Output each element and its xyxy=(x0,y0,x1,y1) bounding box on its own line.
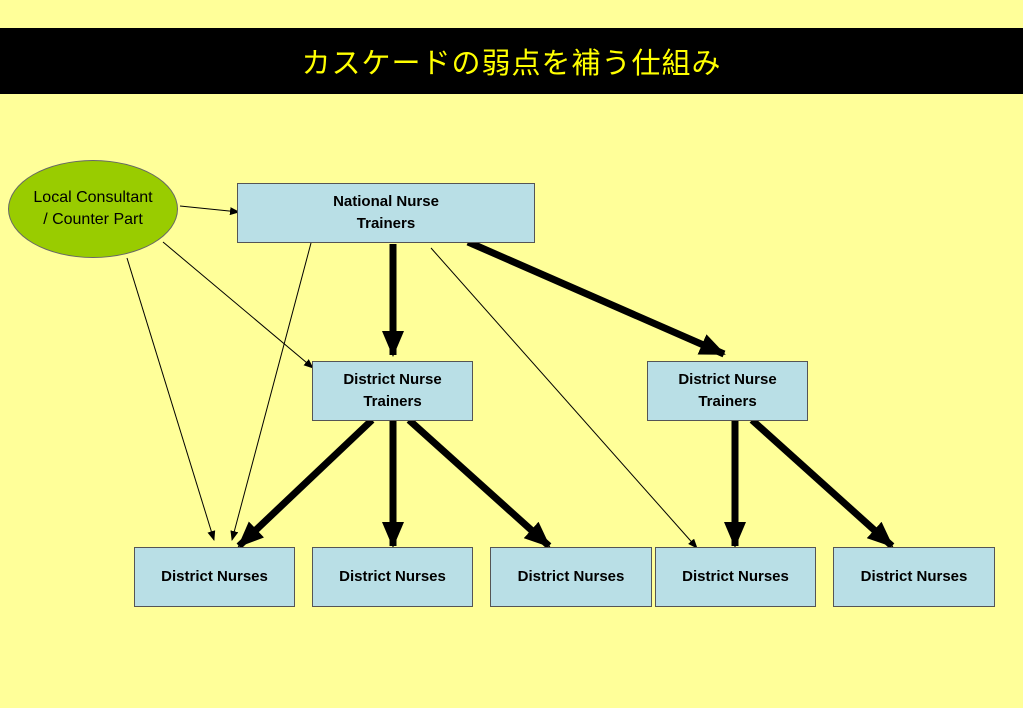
arrow-trainers-right-to-nurses-5 xyxy=(749,417,895,549)
arrow-national-to-district-trainers-right xyxy=(466,238,726,358)
arrow-consultant-to-national xyxy=(179,205,240,216)
arrow-consultant-to-nurses-1 xyxy=(126,257,216,541)
arrow-trainers-left-to-nurses-1 xyxy=(236,417,375,549)
local-consultant-node: Local Consultant / Counter Part xyxy=(8,160,178,258)
arrow-trainers-left-to-nurses-3 xyxy=(406,417,552,549)
page-title: カスケードの弱点を補う仕組み xyxy=(301,46,722,80)
arrow-national-to-nurses-1 xyxy=(230,242,312,541)
district-nurse-trainers-left-node: District Nurse Trainers xyxy=(312,361,473,421)
district-nurses-node-1: District Nurses xyxy=(134,547,295,607)
title-bar: カスケードの弱点を補う仕組み xyxy=(0,28,1023,94)
district-nurses-node-2: District Nurses xyxy=(312,547,473,607)
arrow-national-to-nurses-4 xyxy=(430,247,698,549)
national-nurse-trainers-node: National Nurse Trainers xyxy=(237,183,535,243)
district-nurses-node-3: District Nurses xyxy=(490,547,652,607)
arrow-consultant-to-district-trainers-left xyxy=(162,241,314,369)
district-nurses-node-4: District Nurses xyxy=(655,547,816,607)
district-nurses-node-5: District Nurses xyxy=(833,547,995,607)
district-nurse-trainers-right-node: District Nurse Trainers xyxy=(647,361,808,421)
